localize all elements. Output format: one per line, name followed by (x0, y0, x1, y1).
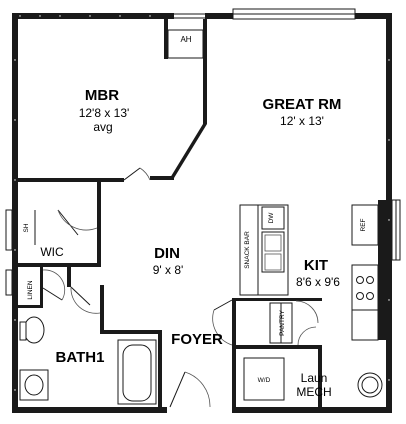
dw-label: DW (268, 212, 275, 224)
din-dim: 9' x 8' (153, 263, 184, 277)
din-label: DIN (154, 245, 180, 262)
mech-label: MECH (296, 385, 331, 399)
interior-walls (18, 19, 386, 407)
great-rm-label: GREAT RM (263, 96, 342, 113)
mbr-note: avg (93, 120, 112, 134)
ah-label: AH (180, 35, 191, 44)
foyer-label: FOYER (171, 331, 223, 348)
fixture-labels: AH SH LINEN SNACK BAR DW REF PANTRY W/D (23, 35, 367, 384)
pantry-label: PANTRY (279, 309, 286, 335)
doors (34, 167, 319, 408)
great-rm-dim: 12' x 13' (280, 114, 324, 128)
kitchen-fixtures (239, 204, 379, 344)
bath-fixtures (19, 316, 157, 405)
laundry-fixtures (243, 357, 383, 401)
sh-label: SH (23, 223, 30, 232)
linen-label: LINEN (27, 280, 34, 299)
kit-dim: 8'6 x 9'6 (296, 275, 340, 289)
wic-label: WIC (40, 245, 64, 259)
snack-bar-label: SNACK BAR (244, 231, 251, 269)
laun-label: Laun (301, 371, 328, 385)
windows (5, 8, 401, 296)
mbr-label: MBR (85, 87, 119, 104)
bath1-label: BATH1 (56, 349, 105, 366)
mbr-dim: 12'8 x 13' (79, 106, 130, 120)
exterior-walls (12, 13, 392, 413)
ah-closet (167, 29, 204, 59)
ref-label: REF (360, 218, 367, 231)
wall-hatching (14, 15, 390, 391)
wd-label: W/D (258, 377, 271, 384)
room-labels: MBR 12'8 x 13' avg GREAT RM 12' x 13' DI… (40, 87, 341, 399)
kit-label: KIT (304, 257, 328, 274)
